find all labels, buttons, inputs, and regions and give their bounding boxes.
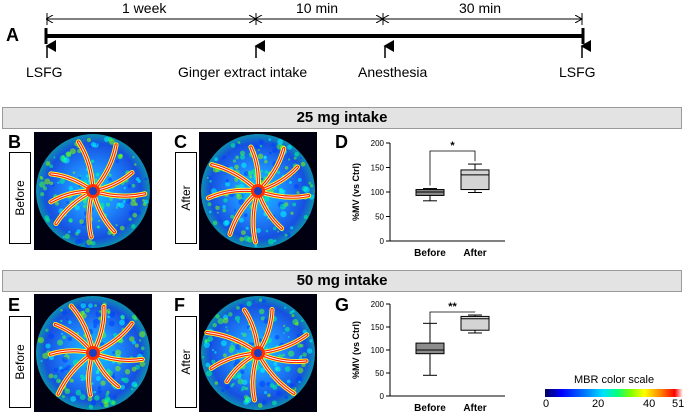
timeline-graphic — [44, 13, 591, 58]
colorbar-tick-51: 51 — [672, 398, 685, 410]
box-before — [415, 188, 445, 202]
box-after — [460, 163, 490, 193]
after-label-25mg: After — [175, 152, 197, 244]
y-tick-label: 50 — [375, 369, 384, 378]
colorbar-title: MBR color scale — [574, 374, 655, 386]
colorbar-gradient — [545, 389, 683, 397]
box-body — [460, 315, 490, 331]
box-body — [460, 169, 490, 191]
retina-map-50mg-before — [34, 294, 152, 412]
retina-map-25mg-after — [199, 132, 317, 250]
after-label-50mg: After — [175, 316, 197, 408]
y-tick-label: 200 — [371, 300, 385, 309]
y-axis-label: %MV (vs Ctrl) — [351, 163, 361, 221]
panel-letter-e: E — [8, 295, 21, 315]
boxplot-50mg: 0 50 100 150 200 %MV (vs Ctrl) Before After ** — [351, 300, 505, 414]
x-tick-label: Before — [414, 248, 446, 259]
duration-label-1week: 1 week — [122, 0, 167, 16]
y-tick-label: 100 — [371, 188, 385, 197]
before-label-50mg: Before — [9, 316, 31, 408]
banner-50mg: 50 mg intake — [2, 270, 682, 292]
y-axis-label: %MV (vs Ctrl) — [351, 321, 361, 379]
y-tick-label: 0 — [380, 237, 385, 246]
panel-letter-g: G — [335, 295, 350, 315]
significance-label: * — [450, 140, 455, 152]
colorbar-tick-40: 40 — [643, 398, 656, 410]
x-tick-label: After — [463, 248, 486, 259]
significance-bracket — [429, 150, 476, 186]
y-tick-label: 150 — [371, 164, 385, 173]
boxplot-25mg: 0 50 100 150 200 %MV (vs Ctrl) Before After * — [351, 139, 505, 259]
before-label-25mg: Before — [9, 152, 31, 244]
colorbar-tick-0: 0 — [543, 398, 550, 410]
x-tick-label: After — [463, 403, 486, 414]
banner-25mg: 25 mg intake — [2, 107, 682, 129]
y-tick-label: 100 — [371, 346, 385, 355]
event-label-ginger: Ginger extract intake — [178, 64, 308, 80]
significance-label: ** — [448, 301, 457, 313]
box-after — [460, 314, 490, 334]
box-body — [415, 342, 445, 355]
duration-label-30min: 30 min — [459, 0, 502, 16]
y-tick-label: 50 — [375, 213, 384, 222]
retina-map-25mg-before — [34, 132, 152, 250]
panel-letter-c: C — [174, 132, 187, 152]
panel-letter-b: B — [8, 132, 21, 152]
event-label-lsfg-start: LSFG — [26, 64, 63, 80]
significance-bracket — [429, 311, 476, 340]
y-tick-label: 0 — [380, 392, 385, 401]
event-label-lsfg-end: LSFG — [559, 64, 596, 80]
retina-map-50mg-after — [199, 294, 317, 412]
y-tick-label: 200 — [371, 139, 385, 148]
panel-letter-a: A — [6, 25, 19, 45]
panel-letter-f: F — [174, 295, 185, 315]
panel-letter-d: D — [335, 132, 348, 152]
y-tick-label: 150 — [371, 323, 385, 332]
event-label-anesthesia: Anesthesia — [358, 64, 428, 80]
colorbar-tick-20: 20 — [592, 398, 605, 410]
x-tick-label: Before — [414, 403, 446, 414]
duration-label-10min: 10 min — [296, 0, 339, 16]
